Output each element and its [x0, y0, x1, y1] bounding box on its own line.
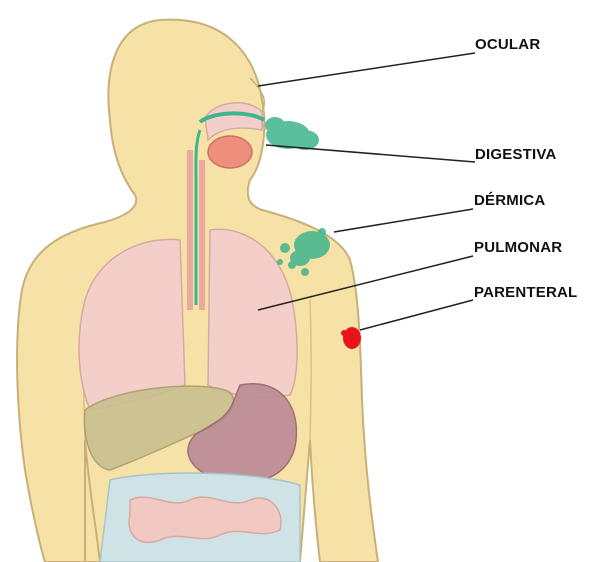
cloud-blob [265, 117, 285, 133]
splash-dot [301, 268, 309, 276]
leader-line-digestiva [266, 145, 475, 162]
intestines-icon [100, 473, 300, 562]
injection-dot [341, 330, 347, 336]
oral-cavity [208, 136, 252, 168]
splash-dot [277, 259, 283, 265]
splash-dot [288, 261, 296, 269]
label-ocular: OCULAR [475, 36, 540, 53]
label-digestiva: DIGESTIVA [475, 146, 557, 163]
injection-blob [343, 327, 361, 349]
label-pulmonar: PULMONAR [474, 239, 562, 256]
label-dermica: DÉRMICA [474, 192, 545, 209]
splash-dot [280, 243, 290, 253]
splash-dot [318, 228, 326, 236]
leader-line-parenteral [360, 300, 473, 330]
leader-line-ocular [258, 53, 475, 86]
label-parenteral: PARENTERAL [474, 284, 577, 301]
leader-line-dermica [334, 209, 473, 232]
